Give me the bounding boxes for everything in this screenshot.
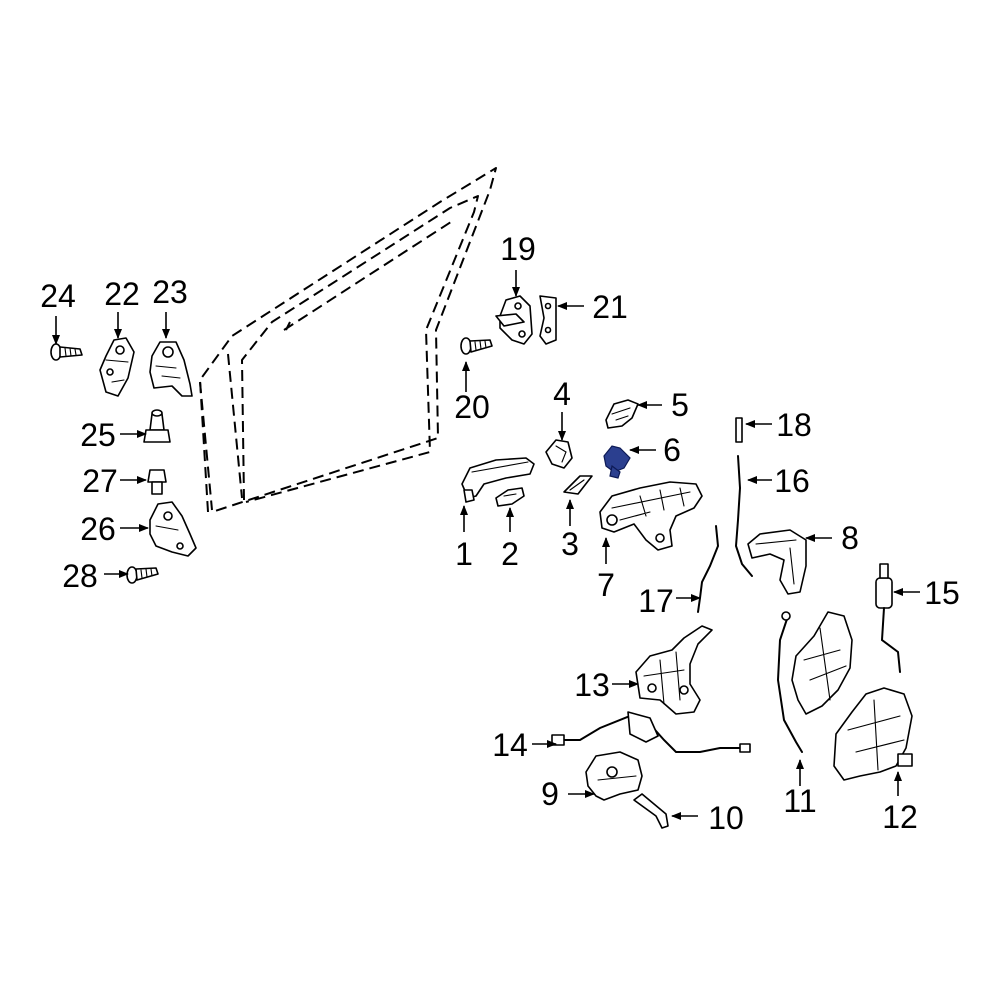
- callout-25: 25: [80, 417, 116, 453]
- part-10-key: [633, 793, 669, 829]
- callout-28: 28: [62, 558, 98, 594]
- part-26-hinge: [149, 501, 197, 557]
- part-11-latch: [776, 611, 853, 753]
- callout-labels: 1 2 3 4 5 6 7 8 9 10 11 12 13 14 15 16 1…: [40, 231, 960, 836]
- callout-19: 19: [500, 231, 536, 267]
- part-5-cover: [605, 399, 639, 429]
- callout-10: 10: [708, 800, 744, 836]
- callout-12: 12: [882, 799, 918, 835]
- part-24-screw: [50, 343, 83, 361]
- part-4-cover: [545, 439, 573, 469]
- part-19-striker: [495, 295, 533, 345]
- part-18-pin: [735, 417, 743, 443]
- part-17-rod: [697, 525, 720, 613]
- callout-22: 22: [104, 276, 140, 312]
- callout-15: 15: [924, 575, 960, 611]
- part-21-plate: [539, 295, 557, 345]
- part-28-screw: [126, 566, 159, 584]
- callout-7: 7: [597, 567, 615, 603]
- callout-16: 16: [774, 463, 810, 499]
- callout-1: 1: [455, 536, 473, 572]
- callout-4: 4: [553, 376, 571, 412]
- callout-9: 9: [541, 776, 559, 812]
- callout-6: 6: [663, 432, 681, 468]
- part-6-clip-highlighted: [603, 445, 631, 479]
- part-9-lock-housing: [585, 751, 643, 801]
- callout-20: 20: [454, 389, 490, 425]
- callout-14: 14: [492, 727, 528, 763]
- callout-3: 3: [561, 526, 579, 562]
- part-20-screw: [460, 337, 493, 355]
- callout-18: 18: [776, 407, 812, 443]
- part-2-cap: [495, 487, 525, 507]
- callout-24: 24: [40, 278, 76, 314]
- part-22-hinge: [99, 337, 135, 397]
- callout-5: 5: [671, 387, 689, 423]
- part-23-hinge: [149, 341, 193, 397]
- part-27-bolt: [147, 469, 167, 495]
- callout-21: 21: [592, 289, 628, 325]
- part-8-bracket: [747, 529, 807, 595]
- part-12-latch: [833, 687, 913, 781]
- callout-23: 23: [152, 274, 188, 310]
- callout-27: 27: [82, 463, 118, 499]
- part-16-rod: [734, 455, 753, 577]
- callout-2: 2: [501, 536, 519, 572]
- part-15-actuator: [875, 563, 901, 673]
- callout-11: 11: [783, 783, 816, 819]
- part-1-outer-handle: [461, 457, 535, 503]
- callout-13: 13: [574, 667, 610, 703]
- callout-17: 17: [638, 583, 674, 619]
- part-13-mechanism-bracket: [635, 625, 713, 715]
- part-14-cable: [551, 711, 751, 753]
- callout-26: 26: [80, 511, 116, 547]
- callout-8: 8: [841, 520, 859, 556]
- part-3-gasket: [563, 475, 593, 495]
- door-frame-outline: [199, 167, 497, 513]
- part-25-stud: [143, 409, 171, 443]
- callout-arrows: [52, 270, 920, 820]
- part-7-handle-carrier: [599, 481, 703, 551]
